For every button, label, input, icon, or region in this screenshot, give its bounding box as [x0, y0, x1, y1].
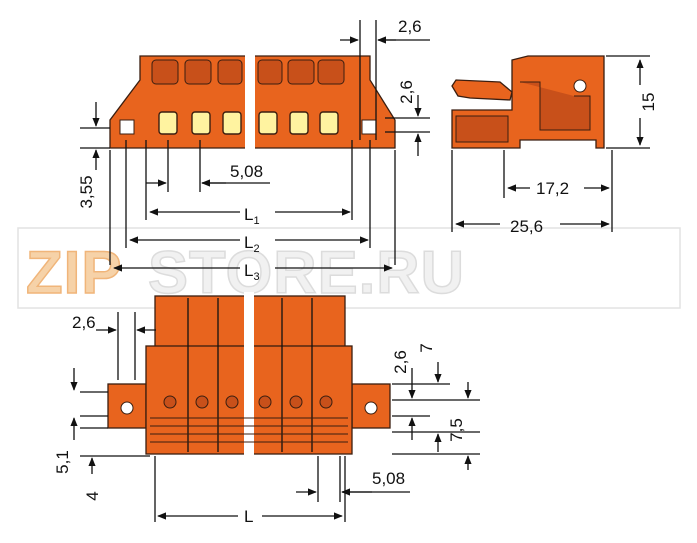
label-L2: L2 — [244, 233, 260, 255]
label-bottom-2-6-right: 2,6 — [391, 350, 410, 374]
label-top-side-height: 2,6 — [397, 80, 416, 104]
label-bottom-7: 7 — [417, 343, 436, 352]
L3-letter: L — [244, 261, 253, 280]
bottom-dimension-lines — [70, 312, 480, 522]
left-flange-hole — [119, 119, 135, 135]
label-bottom-2-6-left: 2,6 — [72, 313, 96, 332]
L1-sub: 1 — [253, 215, 259, 227]
side-hole — [573, 79, 587, 93]
contact-5 — [289, 111, 309, 135]
top-front-view — [109, 54, 396, 152]
label-L3: L3 — [244, 261, 260, 283]
label-bottom-4: 4 — [83, 491, 102, 500]
label-bottom-7-5: 7,5 — [447, 418, 466, 442]
L1-letter: L — [244, 205, 253, 224]
lever-6 — [317, 59, 345, 85]
right-flange-screw-hole — [364, 401, 378, 415]
contact-2 — [191, 111, 211, 135]
watermark: ZIP STORE.RU — [17, 227, 681, 309]
lever-4 — [257, 59, 283, 85]
label-pitch-bottom: 5,08 — [372, 469, 405, 488]
left-flange-screw-hole — [120, 401, 134, 415]
round-1 — [163, 395, 177, 409]
side-lever — [451, 79, 513, 101]
contact-3 — [222, 111, 242, 135]
contact-4 — [258, 111, 278, 135]
watermark-zip: ZIP — [26, 239, 122, 306]
contact-1 — [158, 111, 178, 135]
L2-sub: 2 — [253, 243, 259, 255]
right-flange-hole — [361, 119, 377, 135]
label-25-6: 25,6 — [510, 217, 543, 236]
top-break-gap — [245, 54, 255, 152]
side-internal-detail — [520, 81, 591, 131]
top-contact-openings — [158, 111, 339, 135]
lever-1 — [151, 59, 179, 85]
label-top-pitch: 2,6 — [398, 17, 422, 36]
bottom-view — [107, 292, 391, 458]
side-view — [451, 55, 605, 149]
top-release-levers — [151, 59, 345, 85]
label-height-15: 15 — [639, 93, 658, 112]
label-pitch-top: 5,08 — [230, 162, 263, 181]
contact-6 — [319, 111, 339, 135]
round-4 — [258, 395, 272, 409]
watermark-store: STORE.RU — [148, 239, 465, 306]
label-L1: L1 — [244, 205, 260, 227]
lever-5 — [287, 59, 315, 85]
side-plug-face — [455, 115, 509, 143]
label-bottom-5-1: 5,1 — [53, 450, 72, 474]
label-17-2: 17,2 — [536, 179, 569, 198]
bottom-round-holes — [163, 395, 333, 409]
label-L-bottom: L — [244, 507, 253, 526]
lever-2 — [184, 59, 212, 85]
label-3-55: 3,55 — [77, 175, 96, 208]
round-5 — [289, 395, 303, 409]
side-dimension-lines — [451, 55, 650, 232]
bottom-break-gap — [244, 292, 254, 458]
round-6 — [319, 395, 333, 409]
bottom-ribs — [150, 417, 348, 443]
top-dimension-lines — [80, 20, 430, 272]
watermark-frame — [17, 227, 681, 309]
lever-3 — [217, 59, 243, 85]
round-2 — [195, 395, 209, 409]
round-3 — [225, 395, 239, 409]
L3-sub: 3 — [253, 271, 259, 283]
L2-letter: L — [244, 233, 253, 252]
